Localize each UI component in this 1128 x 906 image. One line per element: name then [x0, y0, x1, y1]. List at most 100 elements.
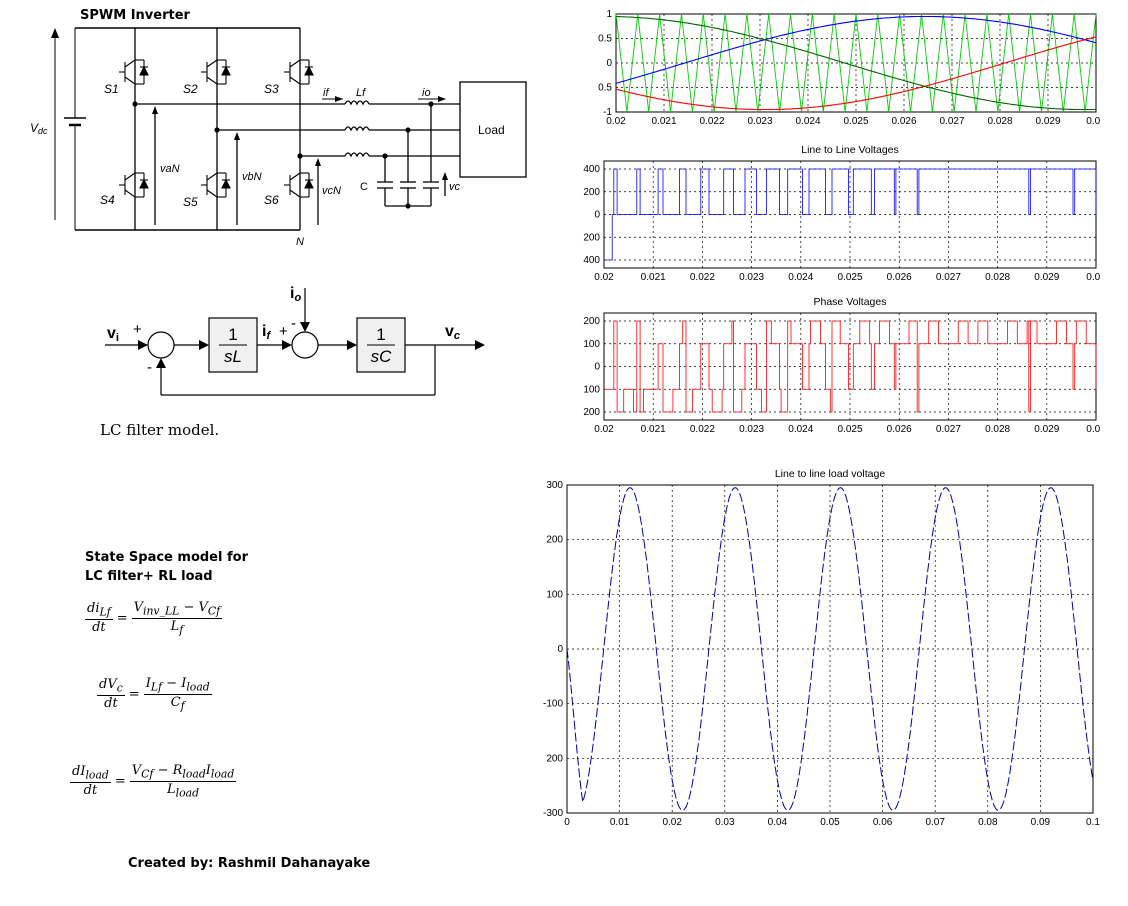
phase-voltage-series [604, 320, 1097, 413]
credit-text: Created by: Rashmil Dahanayake [128, 856, 371, 871]
y-tick-label: 100 [583, 384, 600, 395]
c-label: C [360, 181, 368, 193]
x-tick-label: 0.029 [1034, 424, 1059, 435]
y-tick-label: 0 [594, 362, 600, 373]
load-box [459, 81, 527, 178]
van-label: vaN [160, 163, 180, 175]
x-tick-label: 0.04 [768, 817, 788, 828]
x-tick-label: 0.021 [651, 116, 676, 127]
x-tick-label: 0.03 [1086, 272, 1100, 283]
x-tick-label: 0.07 [925, 817, 945, 828]
y-tick-label: 100 [583, 339, 600, 350]
minus-sign-1: - [147, 359, 152, 376]
x-tick-label: 0.025 [843, 116, 868, 127]
y-tick-label: 0.5 [598, 34, 612, 45]
load-voltage-series [566, 487, 1094, 811]
lc-filter-caption: LC filter model. [100, 421, 220, 439]
x-tick-label: 0.027 [939, 116, 964, 127]
chart-title: Line to Line Voltages [801, 144, 899, 156]
y-tick-label: 200 [546, 535, 563, 546]
chart-title: Phase Voltages [814, 296, 887, 308]
x-tick-label: 0.02 [594, 424, 614, 435]
switch-label-s6: S6 [264, 193, 279, 207]
y-tick-label: 200 [583, 316, 600, 327]
vc-label: vc [449, 181, 461, 193]
io-label: io [422, 87, 431, 99]
vc-signal-label: vc [445, 323, 460, 342]
x-tick-label: 0.03 [1086, 424, 1100, 435]
x-tick-label: 0 [564, 817, 570, 828]
if-label: if [323, 87, 329, 99]
x-tick-label: 0.06 [873, 817, 893, 828]
if-signal-label: if [262, 323, 271, 342]
x-tick-label: 0.023 [739, 272, 764, 283]
load-voltage-chart: 0 0.01 0.02 0.03 0.04 0.05 0.06 0.07 0.08 0.09 0.1… [543, 468, 1100, 828]
y-tick-label: -100 [543, 699, 563, 710]
x-tick-label: 0.029 [1035, 116, 1060, 127]
x-tick-label: 0.026 [887, 272, 912, 283]
carrier-series [615, 13, 1097, 113]
x-tick-label: 0.021 [641, 272, 666, 283]
x-tick-label: 0.1 [1086, 817, 1100, 828]
y-tick-label: -300 [543, 808, 563, 819]
x-tick-label: 0.01 [610, 817, 630, 828]
y-tick-label: 300 [546, 480, 563, 491]
vi-label: vi [107, 325, 119, 344]
x-tick-label: 0.05 [820, 817, 840, 828]
inverter-title: SPWM Inverter [80, 8, 191, 23]
x-tick-label: 0.03 [715, 817, 735, 828]
y-tick-label: 0.5 [598, 83, 612, 94]
state-space-title-line2: LC filter+ RL load [85, 569, 213, 584]
x-tick-label: 0.09 [1031, 817, 1051, 828]
switch-label-s3: S3 [264, 82, 279, 96]
x-tick-label: 0.028 [985, 272, 1010, 283]
x-tick-label: 0.024 [795, 116, 820, 127]
x-tick-label: 0.026 [887, 424, 912, 435]
y-tick-label: 200 [583, 232, 600, 243]
x-tick-label: 0.023 [747, 116, 772, 127]
y-tick-label: 1 [606, 9, 612, 20]
plot-frame [566, 484, 1094, 814]
x-tick-label: 0.022 [690, 424, 715, 435]
lf-label: Lf [356, 87, 366, 99]
vbn-label: vbN [242, 171, 262, 183]
minus-sign-2: - [291, 315, 296, 332]
x-tick-label: 0.027 [936, 272, 961, 283]
x-tick-label: 0.028 [985, 424, 1010, 435]
x-tick-label: 0.02 [662, 817, 682, 828]
y-tick-label: -1 [603, 107, 612, 118]
y-tick-label: 0 [606, 58, 612, 69]
state-space-title: State Space model for LC filter+ RL load [85, 548, 248, 586]
spwm-inverter-diagram: SPWM Inverter Vdc S1 [30, 8, 527, 248]
switch-label-s5: S5 [183, 195, 198, 209]
y-tick-label: 200 [546, 753, 563, 764]
x-tick-label: 0.029 [1034, 272, 1059, 283]
state-space-title-line1: State Space model for [85, 550, 248, 565]
x-tick-label: 0.08 [978, 817, 998, 828]
lc-filter-block-diagram: vi + - 1 sL 1 sC if + - io vc [105, 285, 485, 396]
x-tick-label: 0.03 [1086, 116, 1100, 127]
line-voltage-series [604, 168, 1097, 261]
chart-title: Line to line load voltage [775, 468, 885, 480]
x-tick-label: 0.022 [690, 272, 715, 283]
plus-sign-1: + [133, 321, 142, 338]
y-tick-label: 400 [583, 255, 600, 266]
vdc-label: Vdc [30, 121, 48, 136]
x-tick-label: 0.028 [987, 116, 1012, 127]
x-tick-label: 0.021 [641, 424, 666, 435]
chart-title: Switching for a carrier signal [790, 0, 922, 1]
x-tick-label: 0.024 [788, 424, 813, 435]
y-tick-label: 200 [583, 187, 600, 198]
x-tick-label: 0.024 [788, 272, 813, 283]
y-tick-label: 400 [583, 164, 600, 175]
y-tick-label: 0 [594, 210, 600, 221]
x-tick-label: 0.022 [699, 116, 724, 127]
plus-sign-2: + [279, 323, 288, 340]
y-tick-label: 0 [557, 644, 563, 655]
block2-numerator: 1 [376, 325, 385, 344]
reference-a-series [615, 15, 1097, 84]
